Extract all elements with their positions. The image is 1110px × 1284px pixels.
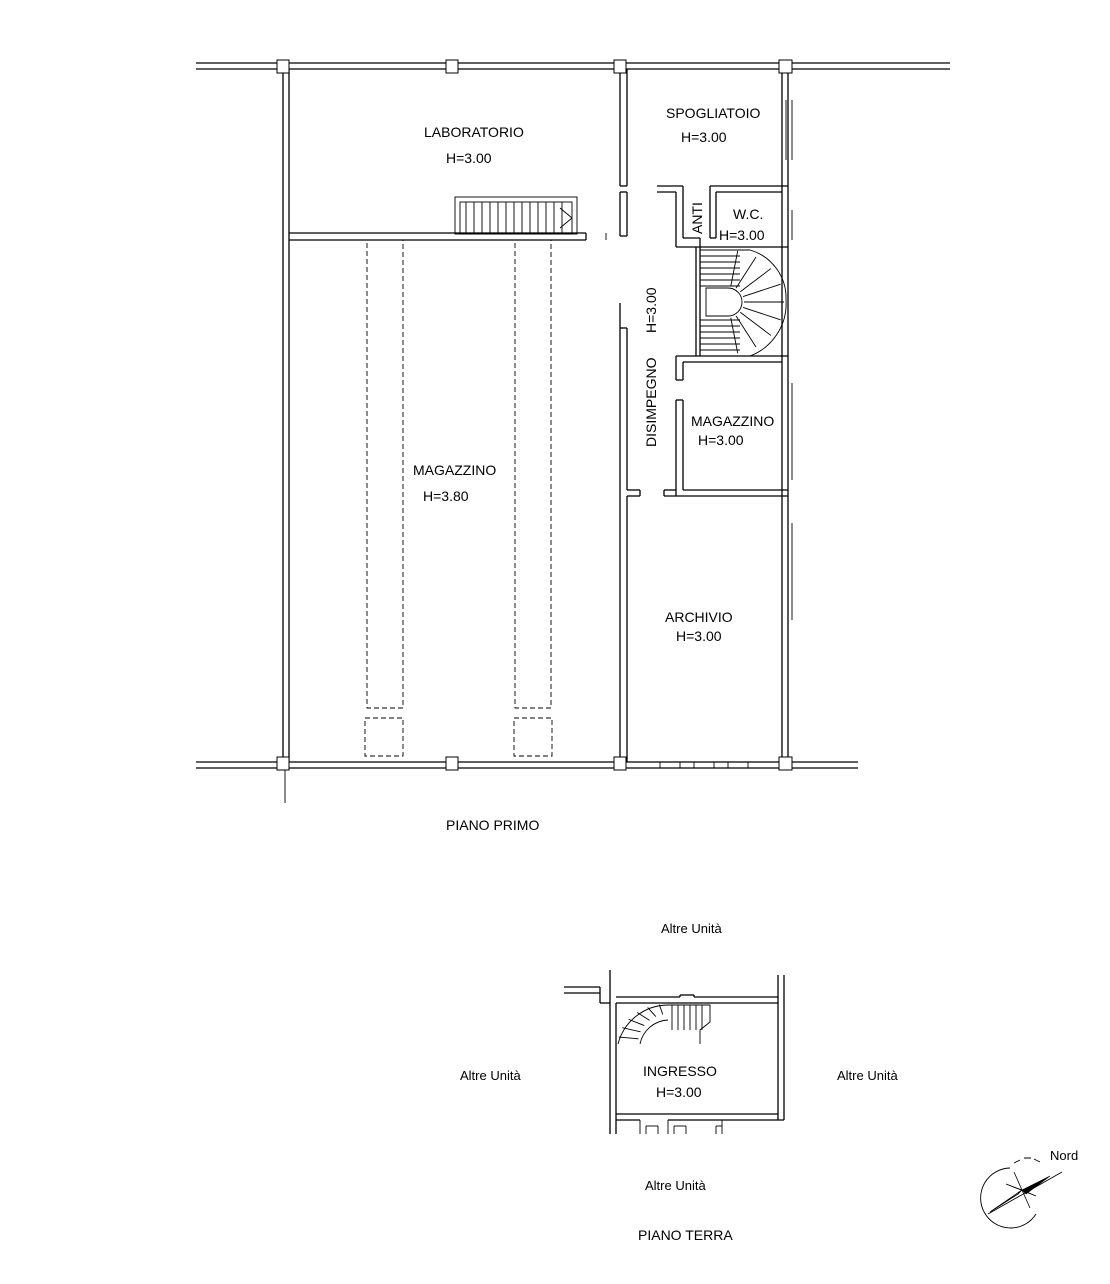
room-label-spogliatoio: SPOGLIATOIO [666, 105, 761, 121]
overhead-beams [364, 239, 553, 757]
wc-block-walls [657, 185, 788, 248]
magazzino-small-walls [663, 355, 788, 497]
ground-floor-walls [564, 970, 785, 1134]
spiral-tread [742, 283, 781, 297]
spiral-tread [735, 315, 757, 348]
room-height-spogliatoio: H=3.00 [681, 129, 727, 145]
ground-stair-tread [636, 1012, 650, 1021]
neighbor-label-bottom: Altre Unità [645, 1178, 706, 1193]
spiral-tread [730, 317, 739, 354]
ground-spiral-stair [617, 1004, 711, 1045]
room-label-anti: ANTI [689, 202, 705, 234]
spiral-stair [695, 247, 787, 357]
room-height-wc: H=3.00 [719, 227, 765, 243]
spiral-tread [735, 256, 757, 289]
first-floor-bottom-wall [196, 761, 858, 803]
spiral-tread [730, 250, 739, 287]
room-height-archivio: H=3.00 [676, 628, 722, 644]
neighbor-label-left: Altre Unità [460, 1068, 521, 1083]
first-floor-plan [196, 59, 950, 803]
room-label-archivio: ARCHIVIO [665, 609, 733, 625]
north-label: Nord [1050, 1148, 1078, 1163]
spiral-tread [739, 311, 772, 336]
room-height-laboratorio: H=3.00 [446, 150, 492, 166]
room-label-ingresso: INGRESSO [643, 1063, 717, 1079]
ground-stair-tread [622, 1027, 641, 1033]
laboratorio-stair [454, 196, 578, 235]
spiral-tread [739, 268, 772, 293]
room-label-magazzino-large: MAGAZZINO [413, 462, 496, 478]
spiral-tread [742, 307, 781, 321]
room-height-ingresso: H=3.00 [656, 1084, 702, 1100]
room-height-magazzino-large: H=3.80 [423, 488, 469, 504]
room-height-magazzino-small: H=3.00 [698, 432, 744, 448]
ground-stair-tread [628, 1018, 645, 1026]
neighbor-label-top: Altre Unità [661, 921, 722, 936]
ground-floor-labels: Altre Unità Altre Unità Altre Unità Altr… [460, 921, 898, 1243]
laboratorio-slab [289, 232, 607, 241]
room-label-disimpegno: DISIMPEGNO [643, 357, 659, 447]
ground-stair-tread [647, 1007, 657, 1017]
first-floor-top-wall [196, 62, 950, 70]
neighbor-label-right: Altre Unità [837, 1068, 898, 1083]
first-floor-vertical-walls [282, 69, 793, 762]
ground-floor-title: PIANO TERRA [638, 1227, 733, 1243]
first-floor-pillars [276, 59, 793, 771]
room-label-wc: W.C. [733, 206, 763, 222]
ground-stair-tread [658, 1004, 664, 1015]
room-height-disimpegno: H=3.00 [643, 287, 659, 333]
ground-floor-plan [564, 970, 785, 1134]
first-floor-title: PIANO PRIMO [446, 817, 539, 833]
ground-stair-tread [618, 1036, 639, 1040]
room-label-laboratorio: LABORATORIO [424, 124, 524, 140]
first-floor-labels: LABORATORIO H=3.00 SPOGLIATOIO H=3.00 AN… [413, 105, 774, 833]
room-label-magazzino-small: MAGAZZINO [691, 413, 774, 429]
north-arrow-icon: Nord [980, 1148, 1078, 1229]
